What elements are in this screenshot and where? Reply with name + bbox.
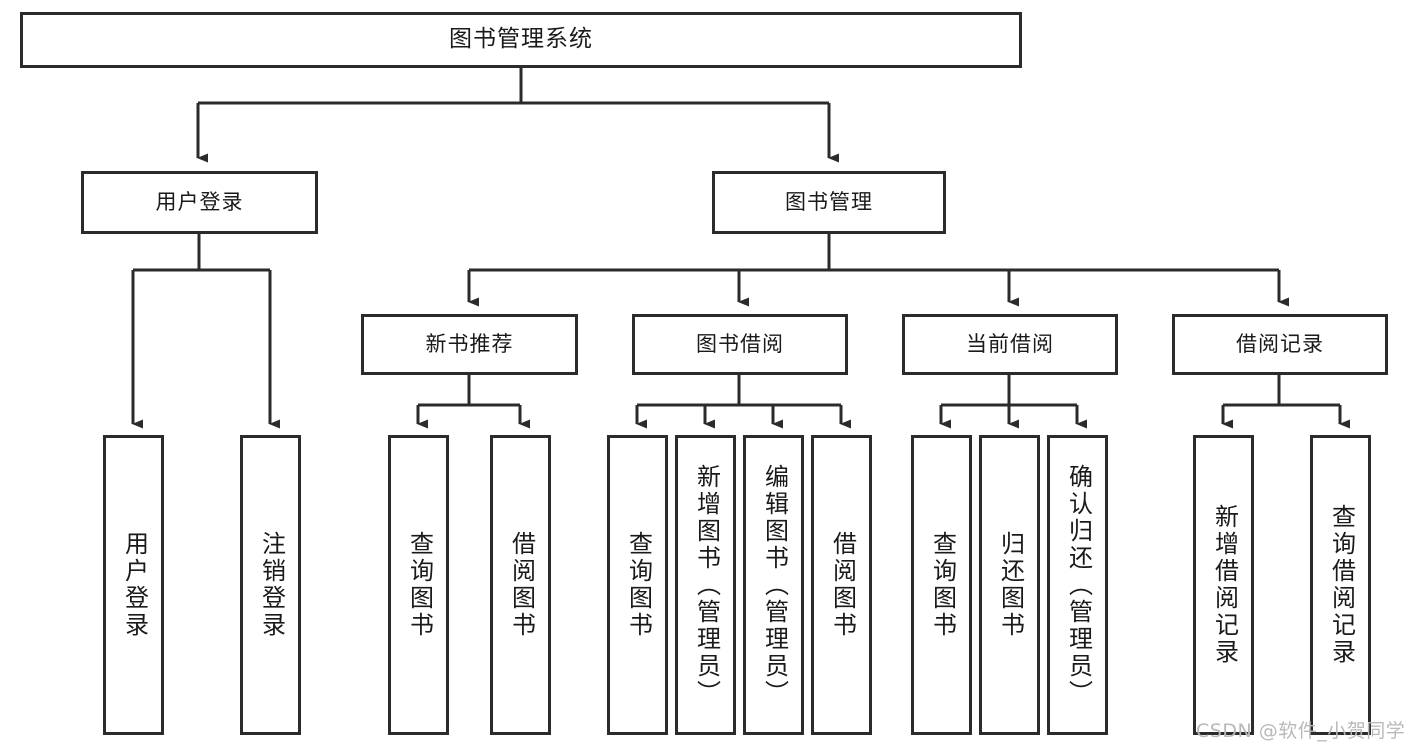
node-leaf-confirm-return-label: 确认归还（管理员） xyxy=(1064,463,1093,707)
node-book-management-label: 图书管理 xyxy=(785,190,873,215)
node-leaf-logout[interactable]: 注销登录 xyxy=(240,435,301,735)
node-book-borrow[interactable]: 图书借阅 xyxy=(632,314,848,375)
node-leaf-borrow-book-1-label: 借阅图书 xyxy=(507,531,536,639)
node-leaf-query-record-label: 查询借阅记录 xyxy=(1327,504,1356,666)
node-root-label: 图书管理系统 xyxy=(449,26,593,53)
node-leaf-query-book-3-label: 查询图书 xyxy=(928,531,957,639)
node-leaf-query-book-3[interactable]: 查询图书 xyxy=(911,435,972,735)
node-leaf-user-login[interactable]: 用户登录 xyxy=(103,435,164,735)
node-leaf-add-record[interactable]: 新增借阅记录 xyxy=(1193,435,1254,735)
node-leaf-logout-label: 注销登录 xyxy=(257,531,286,639)
node-leaf-query-record[interactable]: 查询借阅记录 xyxy=(1310,435,1371,735)
node-leaf-add-book[interactable]: 新增图书（管理员） xyxy=(675,435,736,735)
node-leaf-query-book-1[interactable]: 查询图书 xyxy=(388,435,449,735)
node-leaf-borrow-book-2-label: 借阅图书 xyxy=(828,531,857,639)
node-user-login[interactable]: 用户登录 xyxy=(81,171,318,234)
node-book-borrow-label: 图书借阅 xyxy=(696,332,784,357)
node-leaf-query-book-2[interactable]: 查询图书 xyxy=(607,435,668,735)
node-leaf-return-book[interactable]: 归还图书 xyxy=(979,435,1040,735)
node-leaf-confirm-return[interactable]: 确认归还（管理员） xyxy=(1047,435,1108,735)
node-leaf-user-login-label: 用户登录 xyxy=(120,531,149,639)
node-new-book-recommend-label: 新书推荐 xyxy=(425,332,514,357)
node-leaf-add-book-label: 新增图书（管理员） xyxy=(692,463,721,707)
node-leaf-return-book-label: 归还图书 xyxy=(996,531,1025,639)
csdn-watermark: CSDN @软件_小贺同学 xyxy=(1196,720,1405,742)
node-leaf-borrow-book-2[interactable]: 借阅图书 xyxy=(811,435,872,735)
node-book-management[interactable]: 图书管理 xyxy=(712,171,946,234)
node-leaf-borrow-book-1[interactable]: 借阅图书 xyxy=(490,435,551,735)
node-borrow-record[interactable]: 借阅记录 xyxy=(1172,314,1388,375)
node-leaf-edit-book[interactable]: 编辑图书（管理员） xyxy=(743,435,804,735)
node-leaf-query-book-2-label: 查询图书 xyxy=(624,531,653,639)
node-root[interactable]: 图书管理系统 xyxy=(20,12,1022,68)
node-leaf-add-record-label: 新增借阅记录 xyxy=(1210,504,1239,666)
node-current-borrow-label: 当前借阅 xyxy=(966,332,1054,357)
node-user-login-label: 用户登录 xyxy=(155,190,244,215)
node-new-book-recommend[interactable]: 新书推荐 xyxy=(361,314,578,375)
node-leaf-edit-book-label: 编辑图书（管理员） xyxy=(760,463,789,707)
node-borrow-record-label: 借阅记录 xyxy=(1236,332,1324,357)
node-current-borrow[interactable]: 当前借阅 xyxy=(902,314,1118,375)
node-leaf-query-book-1-label: 查询图书 xyxy=(405,531,434,639)
